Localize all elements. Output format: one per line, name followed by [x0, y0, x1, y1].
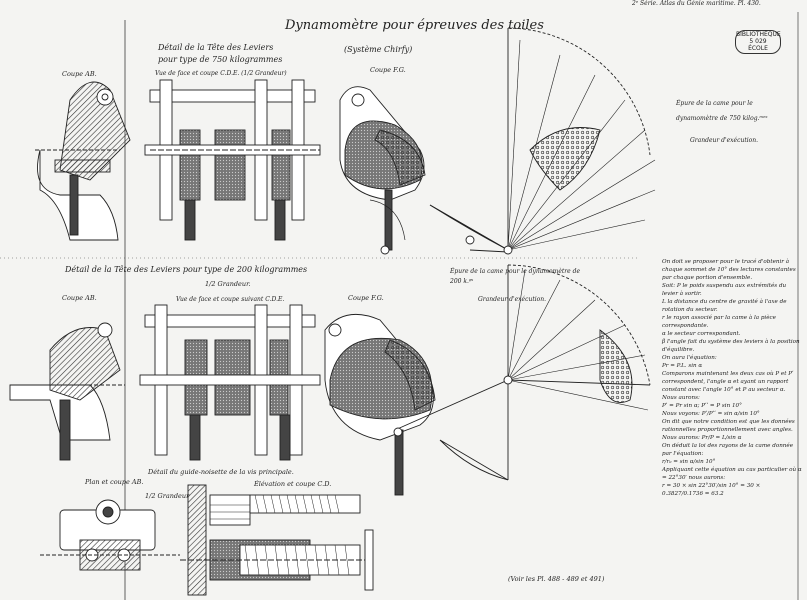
bottom-grandeur-exec: Grandeur d'exécution.	[478, 296, 547, 303]
note-line: α le secteur correspondant.	[662, 331, 741, 337]
plate-header: 2ᵉ Série. Atlas du Génie maritime. Pl. 4…	[632, 0, 761, 7]
note-line: On doit se proposer pour le tracé d'obte…	[662, 259, 796, 281]
note-line: Appliquant cette équation au cas particu…	[662, 467, 802, 481]
bottom-grandeur: 1/2 Grandeur.	[205, 280, 251, 288]
note-line: On dit que notre condition est que les d…	[662, 419, 795, 433]
bottom-vue: Vue de face et coupe suivant C.D.E.	[176, 296, 285, 303]
right-notes: On doit se proposer pour le tracé d'obte…	[662, 258, 802, 498]
note-line: L la distance du centre de gravité à l'a…	[662, 299, 787, 313]
note-line: r = 30 × sin 22°30′/sin 10° = 30 × 0.382…	[662, 483, 761, 497]
top-coupe-fg: Coupe F.G.	[370, 66, 406, 74]
note-line: On déduit la loi des rayons de la came d…	[662, 443, 794, 457]
top-subheading: pour type de 750 kilogrammes	[158, 55, 283, 64]
bottom-epure: Épure de la came pour le dynamomètre de …	[450, 268, 581, 285]
note-line: On aura l'équation:	[662, 355, 717, 361]
bottom-coupe-ab: Coupe AB.	[62, 294, 97, 302]
note-line: r/r₀ = sin α/sin 10°	[662, 459, 716, 465]
lower-detail: Détail du guide-noisette de la vis princ…	[148, 468, 294, 476]
pivot-circle	[96, 88, 114, 106]
lower-grandeur: 1/2 Grandeur	[145, 492, 190, 500]
note-line: β l'angle fait du système des leviers à …	[662, 339, 800, 353]
top-plan-note: Vue de face et coupe C.D.E. (1/2 Grandeu…	[155, 70, 287, 77]
stamp-line-1: BIBLIOTHÈQUE	[736, 31, 781, 38]
top-heading: Détail de la Tête des Leviers	[158, 43, 274, 52]
note-line: Nous aurons: Pr/P = L/sin α	[662, 435, 742, 441]
library-stamp: BIBLIOTHÈQUE 5 029 ÉCOLE	[735, 30, 781, 54]
lower-plan: Plan et coupe AB.	[85, 478, 144, 486]
system-label: (Système Chirfy)	[344, 45, 413, 54]
top-coupe-ab: Coupe AB.	[62, 70, 97, 78]
lower-elevation: Élévation et coupe C.D.	[254, 480, 332, 488]
reference-note: (Voir les Pl. 488 - 489 et 491)	[508, 575, 605, 583]
note-line: Soit: P le poids suspendu aux extrémités…	[662, 283, 787, 297]
plate-title: Dynamomètre pour épreuves des toiles	[285, 18, 544, 33]
note-line: Nous voyons: Pʹ/Pʹʹ = sin α/sin 10°	[662, 411, 760, 417]
top-grandeur: Grandeur d'exécution.	[690, 137, 759, 144]
note-line: Pʹ = Pr sin α; Pʹʹ = P sin 10°	[662, 403, 742, 409]
note-line: Pr = P.L. sin α	[662, 363, 703, 369]
bottom-heading: Détail de la Tête des Leviers pour type …	[65, 265, 308, 274]
note-line: r le rayon associé par la came à la pièc…	[662, 315, 776, 329]
note-line: Nous aurons:	[662, 395, 700, 401]
stamp-line-3: ÉCOLE	[748, 45, 768, 52]
top-epure: Épure de la came pour le dynamomètre de …	[676, 100, 768, 122]
bottom-coupe-fg: Coupe F.G.	[348, 294, 384, 302]
note-line: Comparons maintenant les deux cas où P e…	[662, 371, 794, 393]
stamp-line-2: 5 029	[749, 38, 767, 45]
